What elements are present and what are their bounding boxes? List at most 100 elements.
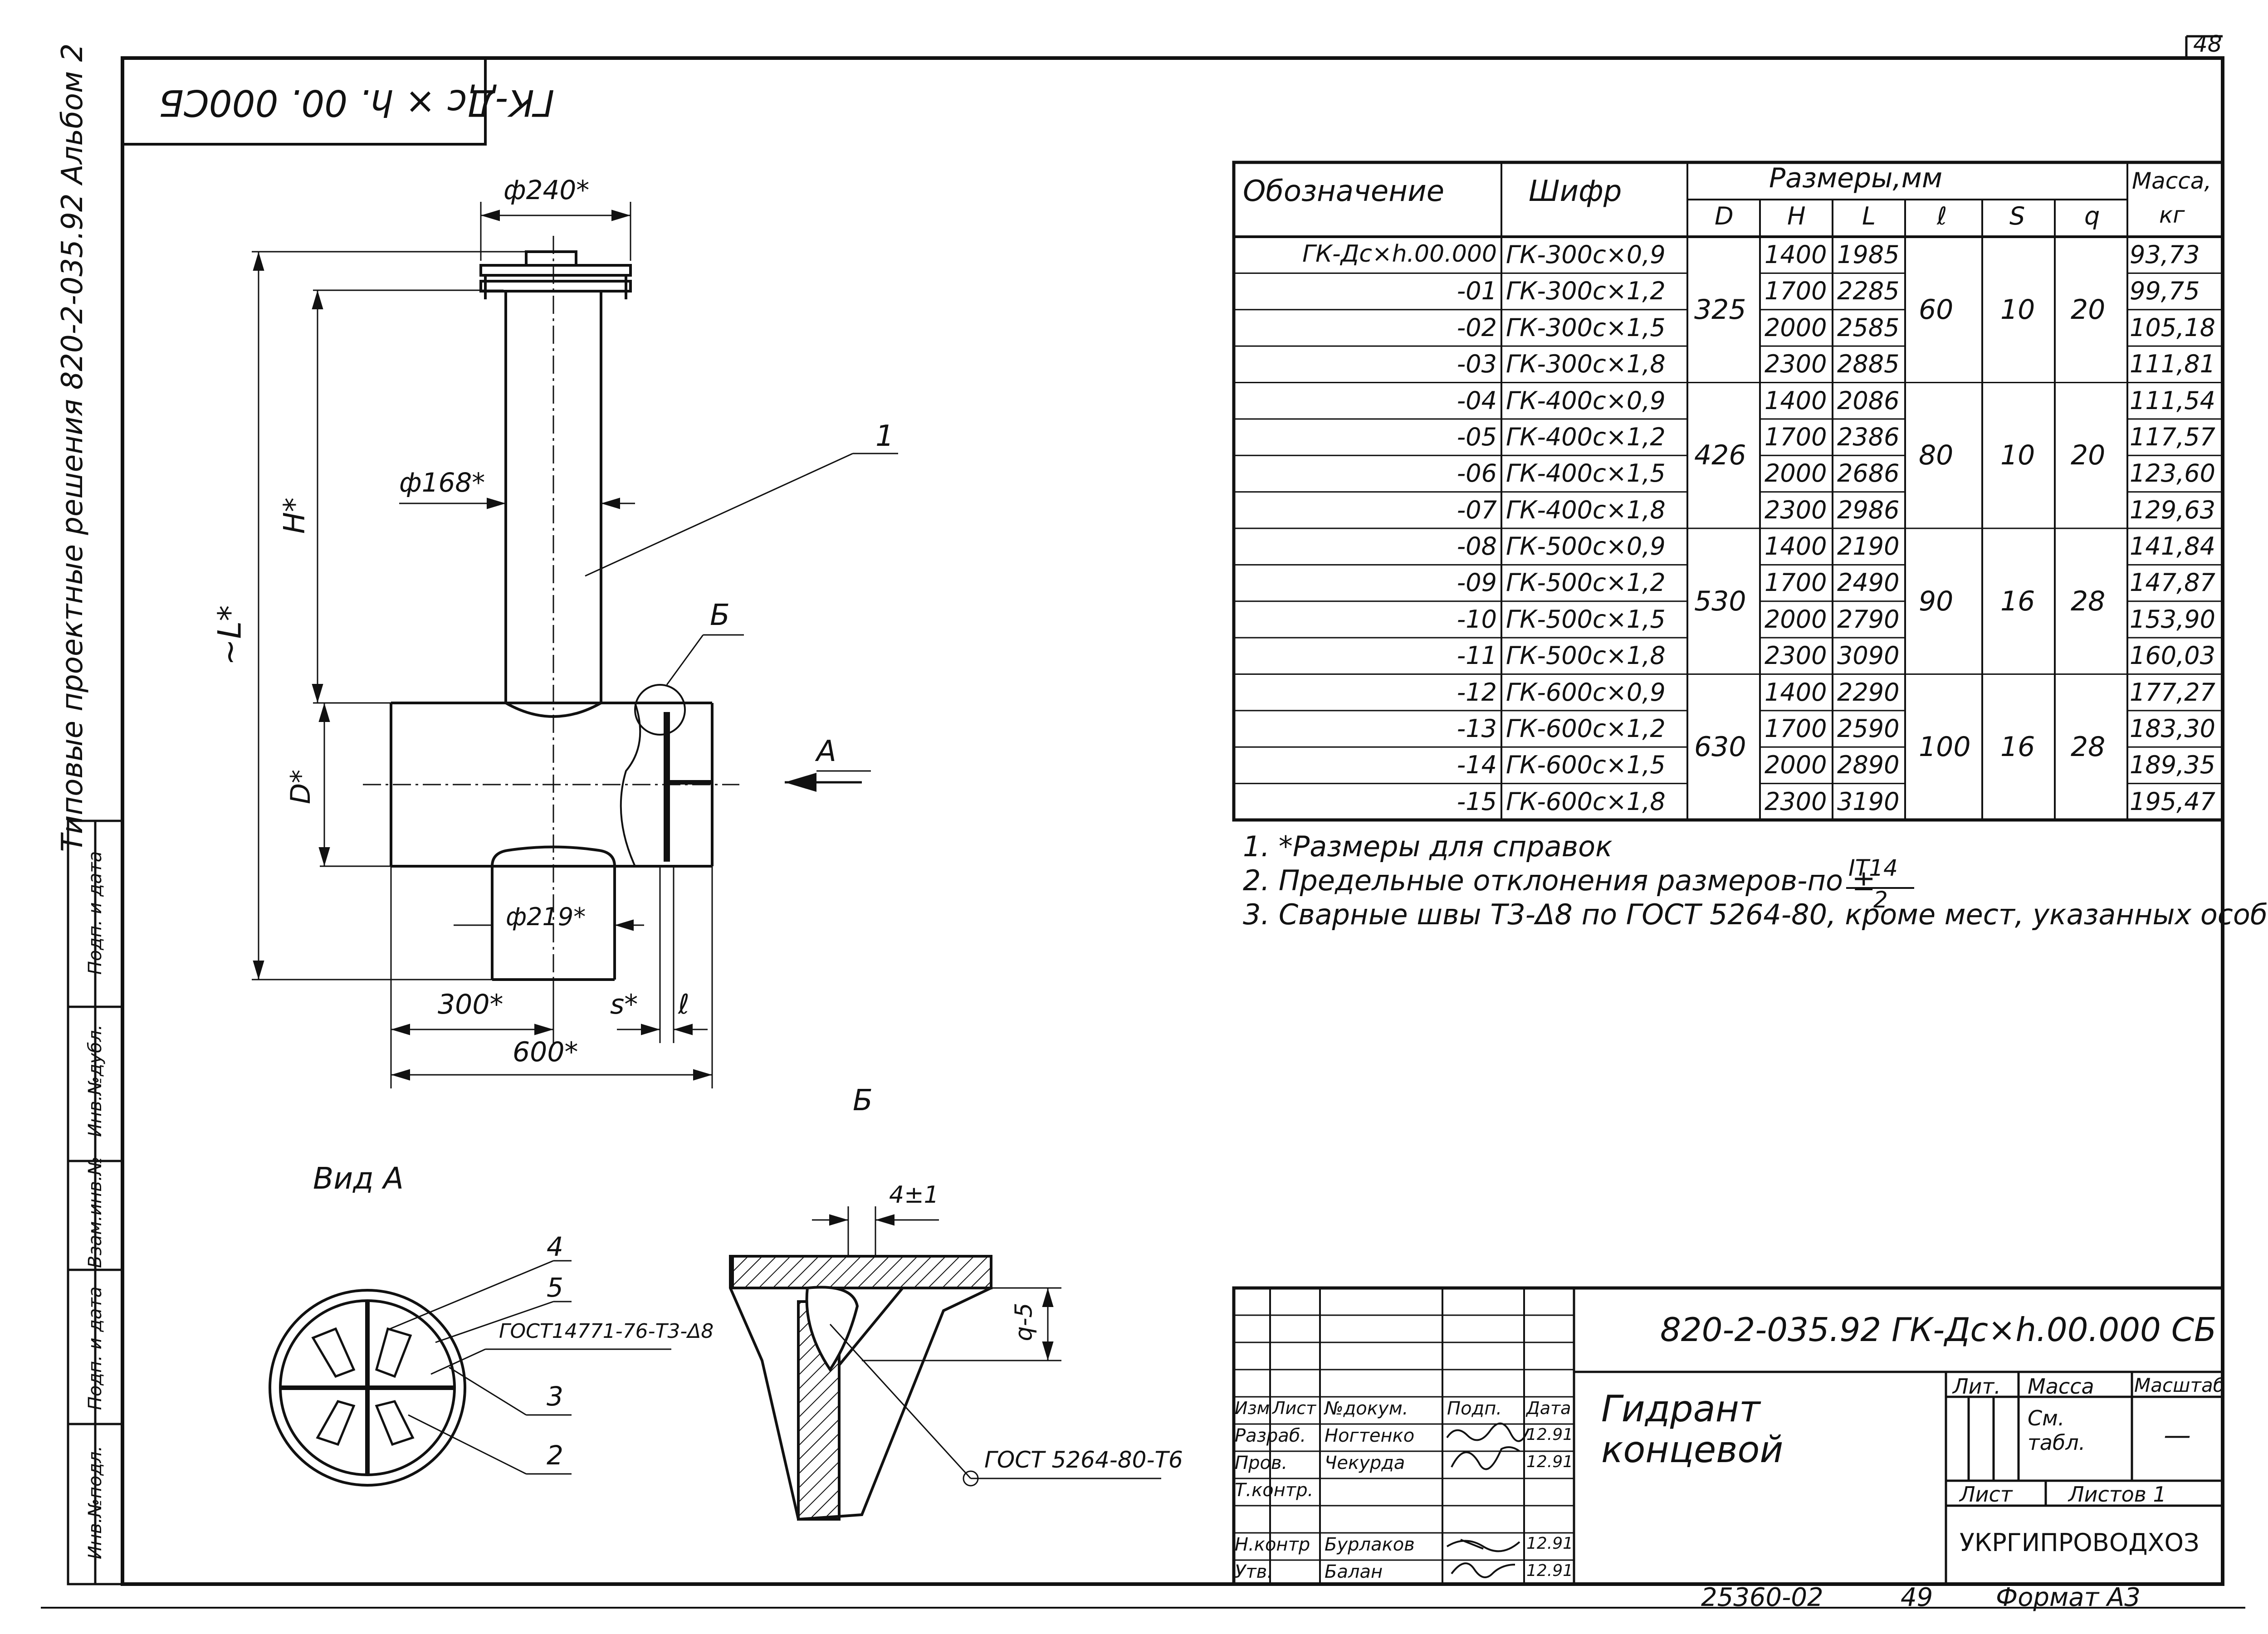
order-number: 25360-02 [1701,1583,1823,1612]
table-cell-L: 3090 [1837,641,1900,670]
title-role: Н.контр [1235,1534,1310,1555]
title-masshtab-value: — [2164,1419,2191,1451]
table-cell-code: ГК-400с×1,5 [1506,459,1666,488]
top-stamp-box [121,57,487,146]
dim-L: ~L* [211,605,249,666]
table-cell-L: 2086 [1837,386,1900,415]
title-date: 12.91 [1526,1425,1574,1444]
dim-phi168: ф168* [399,467,485,498]
view-a-callout-2: 2 [547,1440,563,1471]
note-2-numerator: IT14 [1848,855,1898,881]
dim-phi219: ф219* [506,902,586,931]
detail-b-weld-note: ГОСТ 5264-80-Т6 [984,1447,1183,1473]
title-doc-code: 820-2-035.92 ГК-Дс×h.00.000 СБ [1660,1311,2217,1349]
table-cell-mass: 117,57 [2130,422,2215,451]
table-cell-designation: -12 [1457,678,1497,707]
table-cell-code: ГК-400с×1,8 [1506,495,1666,524]
table-cell-designation: -04 [1457,386,1497,415]
table-cell-code: ГК-400с×1,2 [1506,422,1666,451]
table-group-S: 16 [2000,585,2035,617]
title-role: Разраб. [1235,1425,1306,1446]
table-cell-designation: -10 [1457,605,1497,634]
table-cell-designation: -11 [1457,641,1497,670]
table-cell-code: ГК-400с×0,9 [1506,386,1666,415]
title-name: Ногтенко [1325,1425,1415,1446]
table-cell-L: 2490 [1837,568,1900,597]
table-group-l: 90 [1919,585,1954,617]
table-cell-code: ГК-300с×1,2 [1506,277,1666,306]
table-header-code: Шифр [1529,175,1622,208]
table-cell-H: 1700 [1765,714,1827,743]
title-col-data: Дата [1526,1398,1571,1418]
table-cell-code: ГК-600с×1,2 [1506,714,1666,743]
detail-b-depth: q-5 [1010,1302,1038,1341]
table-header-mass-unit: кг [2159,202,2185,228]
table-header-dimensions: Размеры,мм [1769,162,1943,194]
view-a-callout-4: 4 [547,1231,563,1262]
table-cell-H: 2000 [1765,751,1827,780]
table-cell-mass: 111,54 [2130,386,2215,415]
title-massa: Масса [2028,1374,2094,1399]
title-col-podp: Подп. [1447,1398,1502,1419]
left-strip-label: Инв.№дубл. [85,1024,106,1137]
note-3: 3. Сварные швы Т3-Δ8 по ГОСТ 5264-80, кр… [1243,898,2268,931]
table-group-q: 20 [2071,293,2106,326]
table-cell-designation: -14 [1457,751,1497,780]
dim-D: D* [285,769,317,805]
table-cell-mass: 99,75 [2130,277,2200,306]
note-2: 2. Предельные отклонения размеров-по ± [1243,864,1876,897]
table-cell-code: ГК-600с×1,5 [1506,751,1666,780]
table-cell-H: 1700 [1765,277,1827,306]
table-cell-mass: 189,35 [2130,751,2215,780]
table-cell-mass: 177,27 [2130,678,2215,707]
left-strip-label: Подп. и дата [85,851,106,975]
title-org: УКРГИПРОВОДХОЗ [1960,1528,2200,1557]
table-subheader: D [1715,202,1734,230]
table-cell-code: ГК-600с×1,8 [1506,787,1666,816]
table-cell-H: 2000 [1765,605,1827,634]
table-cell-L: 2285 [1837,277,1900,306]
table-subheader: ℓ [1937,202,1947,230]
detail-b [729,1206,1161,1521]
detail-b-gap: 4±1 [889,1181,939,1209]
table-cell-H: 2000 [1765,459,1827,488]
table-subheader: H [1787,202,1806,230]
table-cell-H: 1700 [1765,422,1827,451]
title-lit: Лит. [1953,1374,2001,1399]
title-sheet: Лист [1960,1482,2013,1507]
table-cell-L: 2290 [1837,678,1900,707]
title-col-ndoc: №докум. [1325,1398,1408,1419]
title-date: 12.91 [1526,1561,1574,1580]
left-strip [67,819,124,1585]
view-a-callout-5: 5 [547,1272,563,1303]
callout-1: 1 [875,419,894,453]
table-cell-H: 2000 [1765,313,1827,342]
table-cell-H: 1400 [1765,532,1827,561]
dim-H: H* [278,497,312,534]
title-role: Т.контр. [1235,1480,1314,1501]
view-a-title: Вид А [313,1161,404,1196]
table-cell-mass: 195,47 [2130,787,2215,816]
table-cell-designation: -15 [1457,787,1497,816]
center-lines [363,236,739,1029]
table-cell-L: 2585 [1837,313,1900,342]
table-cell-mass: 93,73 [2130,240,2200,269]
table-cell-code: ГК-500с×1,8 [1506,641,1666,670]
table-cell-H: 2300 [1765,787,1827,816]
dimension-lines [252,202,898,1088]
title-sheets: Листов 1 [2068,1482,2166,1507]
table-cell-designation: -03 [1457,350,1497,379]
title-col-list: Лист [1272,1398,1316,1418]
dim-300: 300* [438,989,503,1020]
table-cell-code: ГК-300с×1,8 [1506,350,1666,379]
table-group-q: 28 [2071,585,2106,617]
table-cell-mass: 129,63 [2130,495,2215,524]
table-subheader: S [2009,202,2025,230]
table-cell-L: 2590 [1837,714,1900,743]
bottom-page: 49 [1901,1583,1933,1612]
table-cell-H: 1700 [1765,568,1827,597]
table-subheader: L [1862,202,1876,230]
table-cell-designation: -05 [1457,422,1497,451]
title-role: Пров. [1235,1453,1288,1473]
